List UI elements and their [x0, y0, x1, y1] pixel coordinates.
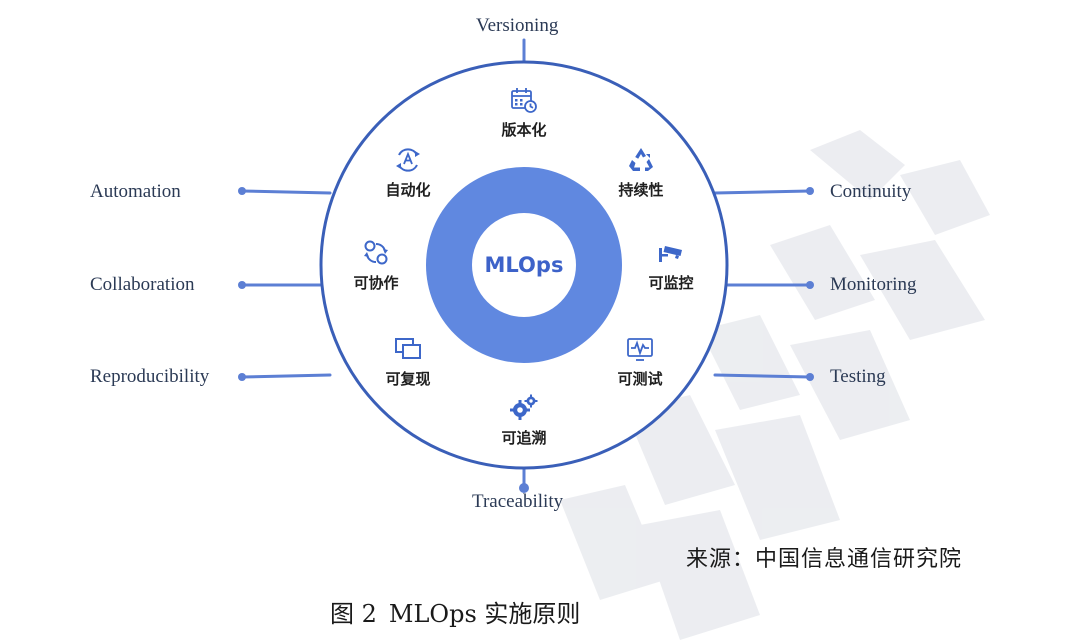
label-versioning: Versioning [476, 15, 559, 36]
connector-dot-right-2 [806, 281, 814, 289]
connector-right-1 [713, 189, 812, 195]
connector-dot-left-1 [238, 187, 246, 195]
label-monitoring: Monitoring [830, 274, 917, 295]
connector-dot-right-3 [806, 373, 814, 381]
hub-core [472, 213, 576, 317]
connector-dot-left-3 [238, 373, 246, 381]
item-continuity: 持续性 [586, 145, 696, 200]
connector-dot-bottom [519, 483, 529, 493]
item-label: 可监控 [648, 274, 694, 292]
item-versioning: 版本化 [469, 85, 579, 140]
connector-dot-left-2 [238, 281, 246, 289]
connector-left-3 [240, 373, 332, 379]
label-continuity: Continuity [830, 181, 912, 202]
figure-title: MLOps 实施原则 [388, 600, 581, 628]
monitor-pulse-icon [627, 338, 653, 361]
item-label: 自动化 [385, 181, 431, 199]
connector-right-3 [713, 373, 812, 379]
item-traceability: 可追溯 [469, 393, 579, 448]
item-label: 可协作 [353, 274, 399, 292]
gears-icon [510, 394, 538, 420]
item-label: 可测试 [617, 370, 663, 388]
item-monitoring: 可监控 [616, 238, 726, 293]
collaboration-cycle-icon [364, 240, 388, 265]
item-automation: 自动化 [353, 145, 463, 200]
hub-label: MLOps [484, 253, 564, 277]
recycle-icon [629, 148, 653, 171]
item-reproducibility: 可复现 [353, 334, 463, 389]
figure-caption: 图 2 MLOps 实施原则 [330, 594, 592, 629]
item-collaboration: 可协作 [321, 238, 431, 293]
calendar-clock-icon [511, 88, 537, 113]
source-note: 来源：中国信息通信研究院 [686, 547, 963, 572]
label-reproducibility: Reproducibility [90, 366, 210, 387]
security-camera-icon [659, 246, 682, 262]
figure-number: 图 2 [330, 600, 377, 628]
item-testing: 可测试 [585, 334, 695, 389]
auto-cycle-icon [396, 148, 420, 172]
connector-dot-right-1 [806, 187, 814, 195]
label-traceability: Traceability [472, 491, 564, 512]
label-testing: Testing [830, 366, 886, 387]
stacked-windows-icon [395, 338, 421, 359]
connector-left-1 [240, 189, 332, 195]
item-label: 版本化 [501, 121, 547, 139]
item-label: 可追溯 [501, 429, 547, 447]
item-label: 持续性 [618, 181, 664, 199]
label-collaboration: Collaboration [90, 274, 195, 295]
item-label: 可复现 [385, 370, 431, 388]
label-automation: Automation [90, 181, 181, 202]
